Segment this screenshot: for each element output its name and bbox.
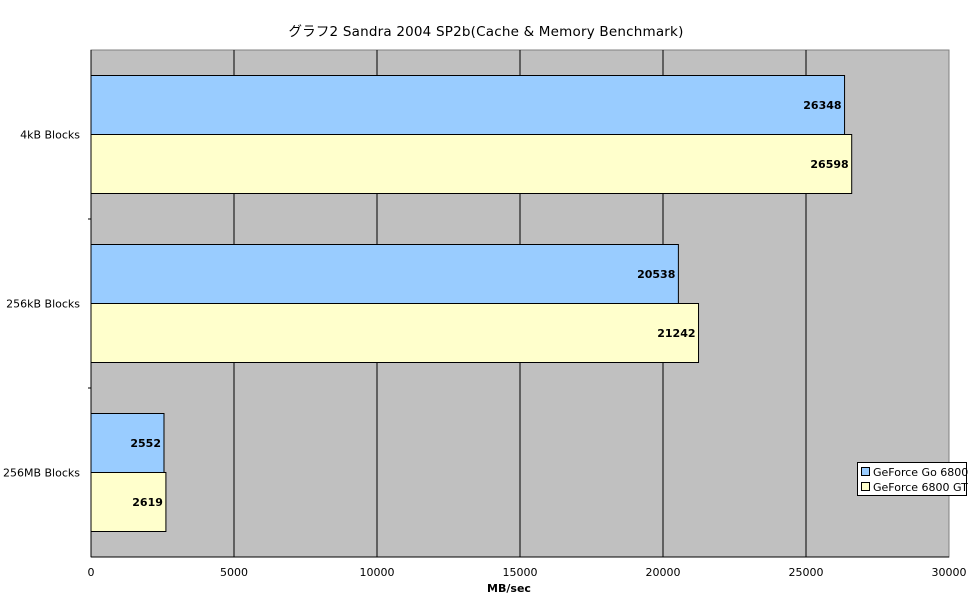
chart-title: グラフ2 Sandra 2004 SP2b(Cache & Memory Ben… (288, 24, 684, 40)
x-tick-label: 0 (88, 566, 95, 579)
bar (90, 134, 853, 194)
x-tick-label: 30000 (932, 566, 967, 579)
bar (90, 75, 846, 135)
bar (90, 413, 165, 473)
bar-value-label: 2552 (130, 437, 161, 450)
legend-swatch-series-1 (861, 467, 870, 476)
x-tick-label: 10000 (360, 566, 395, 579)
bar-value-label: 26348 (803, 99, 841, 112)
bar (90, 303, 700, 363)
x-tick-label: 15000 (503, 566, 538, 579)
y-category-label: 256kB Blocks (6, 298, 80, 311)
legend-label-series-1: GeForce Go 6800 (873, 466, 969, 479)
legend-item-series-1: GeForce Go 6800 (861, 465, 968, 480)
y-category-label: 256MB Blocks (3, 467, 80, 480)
bar-value-label: 21242 (657, 327, 695, 340)
chart-legend: GeForce Go 6800 GeForce 6800 GT (857, 462, 968, 496)
bar-value-label: 20538 (637, 268, 675, 281)
legend-item-series-2: GeForce 6800 GT (861, 480, 968, 495)
bar (90, 472, 167, 532)
bar-value-label: 2619 (132, 496, 163, 509)
bar (90, 244, 679, 304)
x-tick-label: 20000 (646, 566, 681, 579)
y-category-label: 4kB Blocks (20, 129, 80, 142)
bar-value-label: 26598 (810, 158, 848, 171)
legend-swatch-series-2 (861, 482, 870, 491)
x-axis-title: MB/sec (487, 582, 531, 595)
x-tick-label: 25000 (789, 566, 824, 579)
legend-label-series-2: GeForce 6800 GT (873, 481, 968, 494)
x-tick-label: 5000 (220, 566, 248, 579)
